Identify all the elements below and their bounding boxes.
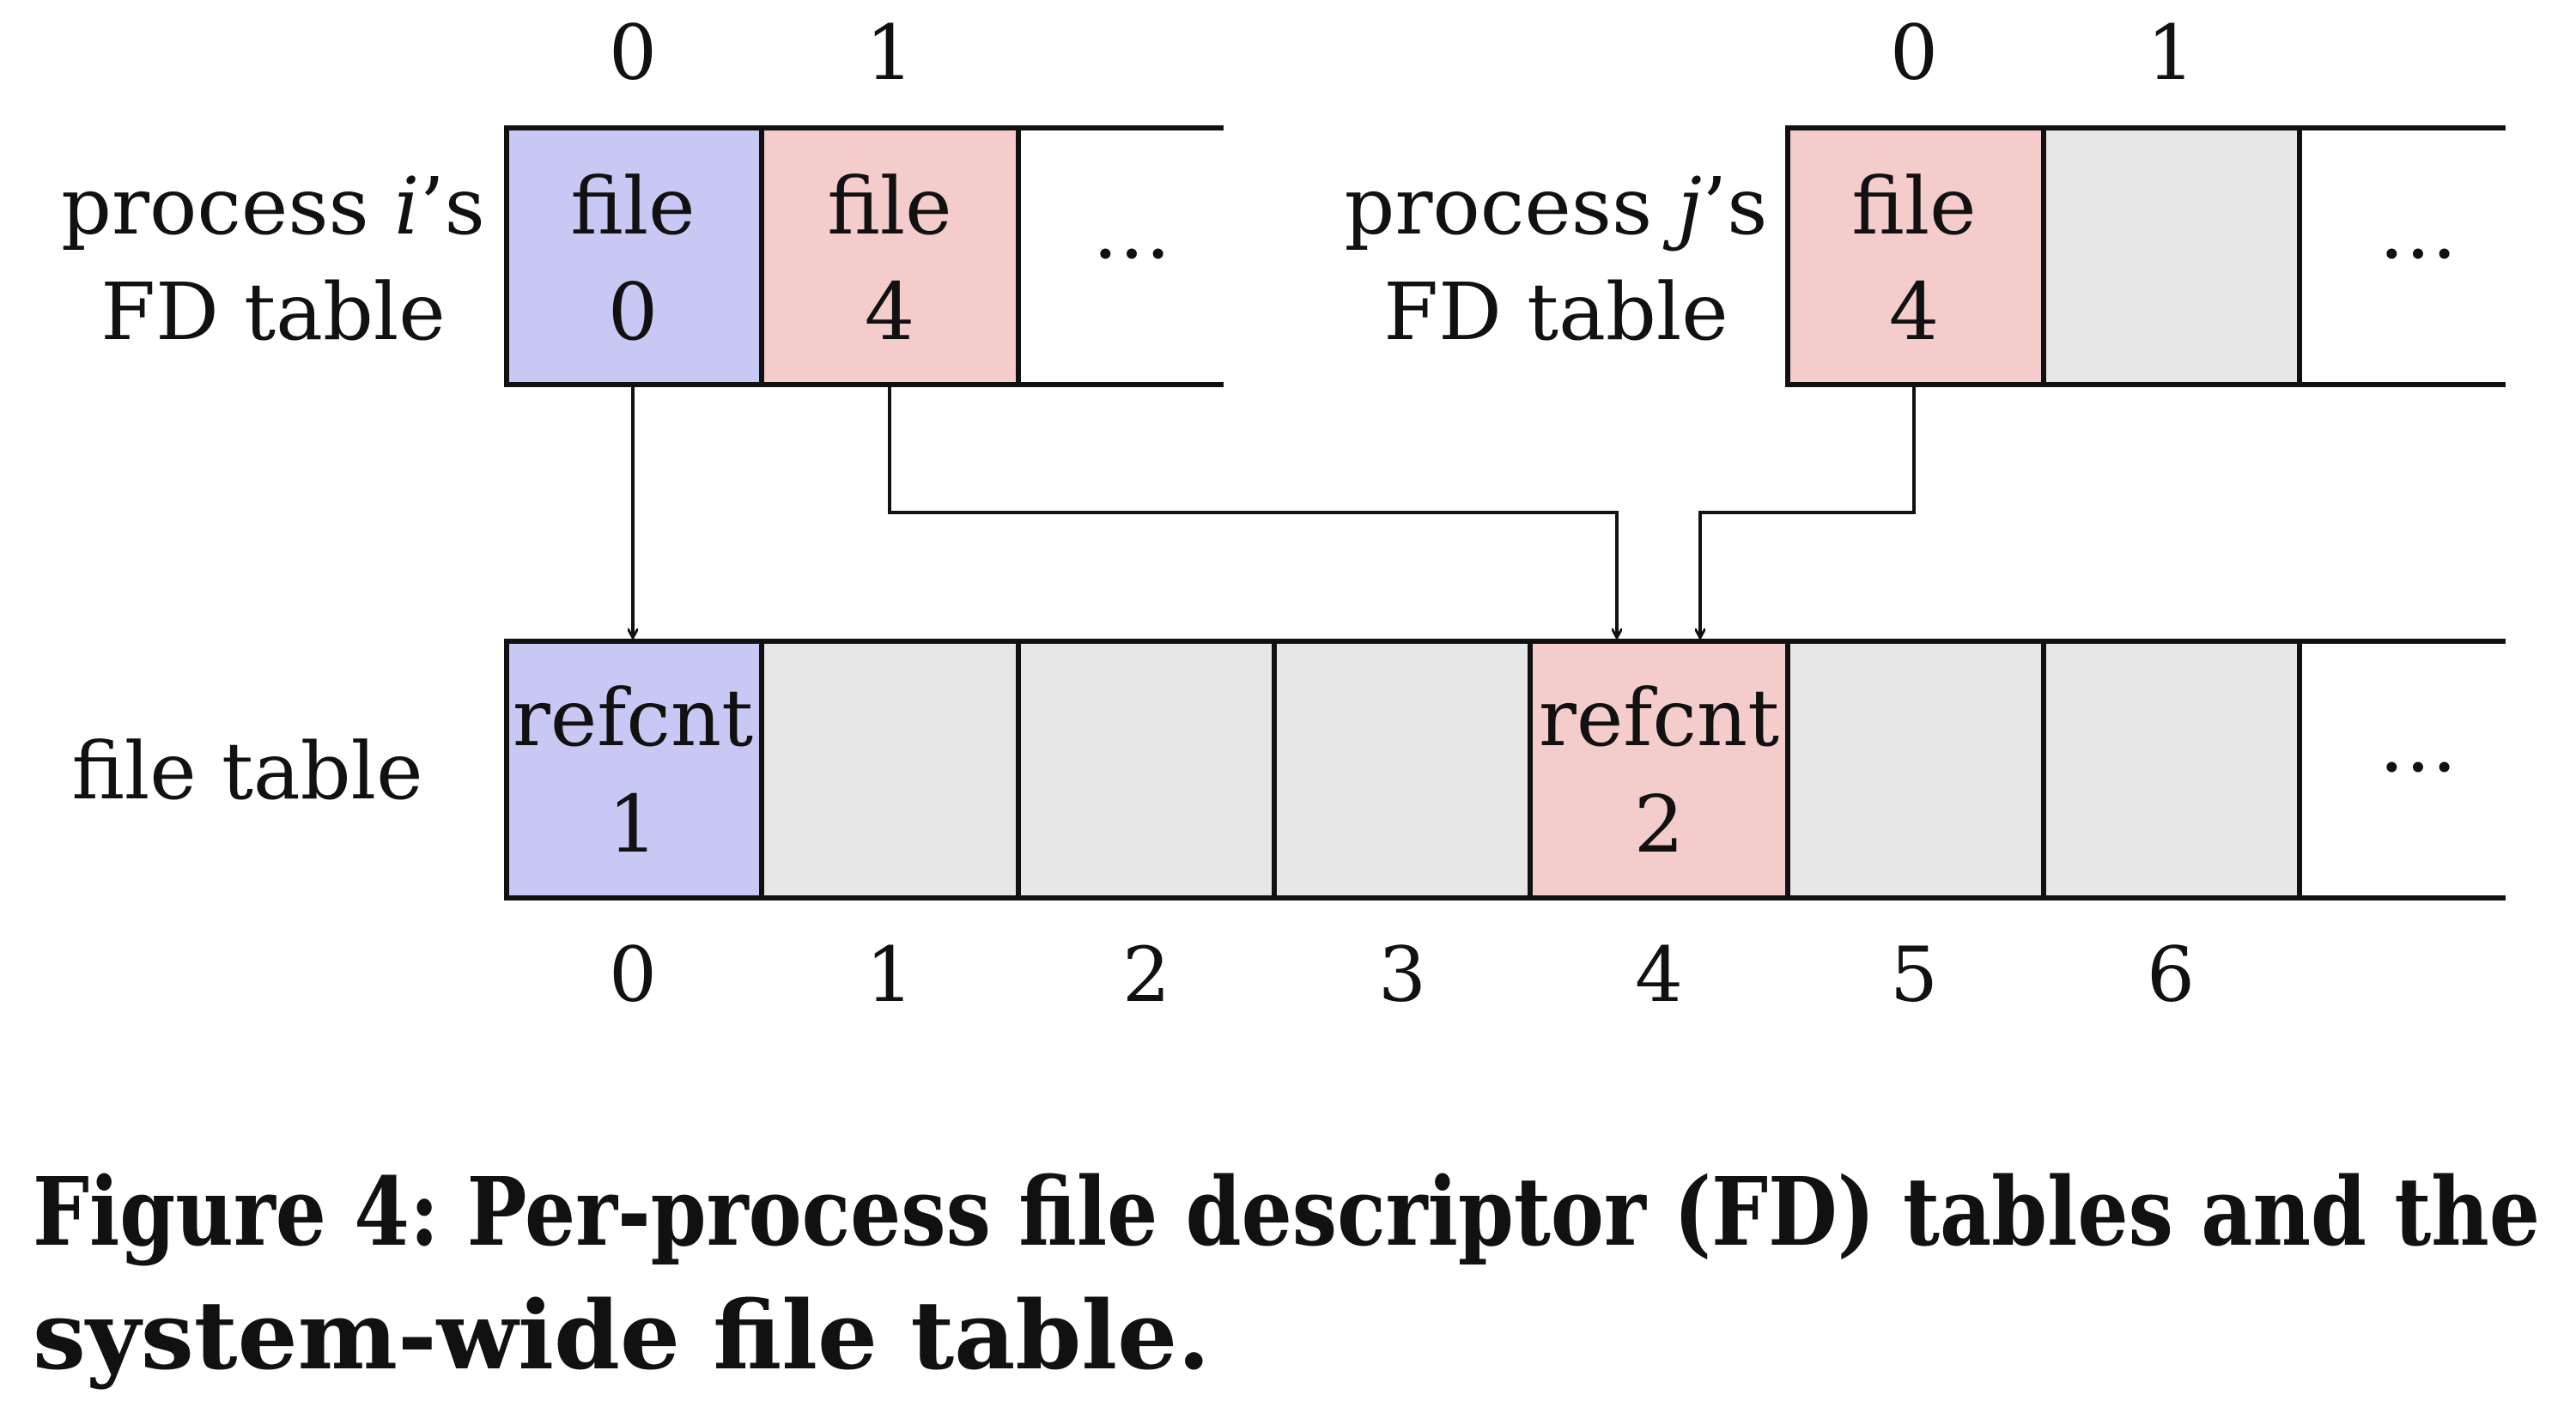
process-i-fd-0-cell (504, 125, 764, 387)
file-table-index-5: 5 (1890, 931, 1938, 1019)
file-table-entry-4-line2: 2 (1634, 779, 1685, 870)
process-i-fd-1-cell (759, 125, 1021, 387)
file-table-entry-0-line1: refcnt (513, 672, 753, 764)
figure-caption: Figure 4: Per-process file descriptor (F… (33, 1156, 2540, 1391)
process-j-fd-0-line2: 4 (1889, 266, 1940, 358)
process-i-index-1: 1 (866, 9, 914, 97)
caption-line2: system-wide file table. (33, 1280, 1210, 1391)
file-table-entry-4-cell (1528, 639, 1790, 901)
process-j-label-line1: process j’s (1345, 161, 1768, 252)
file-table: file table refcnt 1 refcnt 2 … 0 1 2 3 4… (71, 639, 2506, 1019)
process-j-fd-table: 0 1 process j’s FD table file 4 … (1345, 9, 2506, 387)
process-i-fd-0-line2: 0 (608, 266, 659, 358)
process-j-fd-1-cell (2041, 125, 2302, 387)
process-i-fd-table: 0 1 process i’s FD table file 0 file 4 … (61, 9, 1224, 387)
process-i-fd-1-line2: 4 (865, 266, 915, 358)
file-table-ellipsis: … (2379, 698, 2464, 790)
file-table-entry-6-cell (2041, 639, 2302, 901)
file-table-entry-0-line2: 1 (608, 779, 659, 870)
file-table-index-1: 1 (866, 931, 914, 1019)
process-j-label-line2: FD table (1383, 266, 1728, 358)
caption-line1: Figure 4: Per-process file descriptor (F… (33, 1156, 2540, 1267)
process-j-fd-0-line1: file (1851, 161, 1976, 252)
file-table-index-4: 4 (1635, 931, 1683, 1019)
process-i-index-0: 0 (609, 9, 657, 97)
process-j-fd-0-cell (1785, 125, 2046, 387)
process-i-fd-1-line1: file (827, 161, 951, 252)
file-table-entry-2-cell (1016, 639, 1277, 901)
file-table-index-6: 6 (2147, 931, 2195, 1019)
file-table-label: file table (71, 725, 422, 817)
file-table-index-2: 2 (1122, 931, 1170, 1019)
file-table-entry-5-cell (1785, 639, 2046, 901)
process-i-label-line1: process i’s (61, 161, 485, 252)
process-i-fd-0-line1: file (570, 161, 695, 252)
process-i-label-line2: FD table (100, 266, 445, 358)
file-table-index-3: 3 (1378, 931, 1426, 1019)
arrow-process-i-fd1-to-file4 (888, 385, 1617, 637)
file-table-entry-3-cell (1272, 639, 1533, 901)
pointer-arrows (633, 385, 1916, 637)
file-table-entry-1-cell (759, 639, 1021, 901)
process-j-index-0: 0 (1890, 9, 1938, 97)
arrow-process-j-fd0-to-file4 (1700, 385, 1916, 637)
file-table-index-0: 0 (609, 931, 657, 1019)
process-j-ellipsis: … (2379, 185, 2464, 276)
process-i-ellipsis: … (1092, 185, 1178, 276)
process-j-index-1: 1 (2147, 9, 2195, 97)
file-table-entry-4-line1: refcnt (1539, 672, 1779, 764)
